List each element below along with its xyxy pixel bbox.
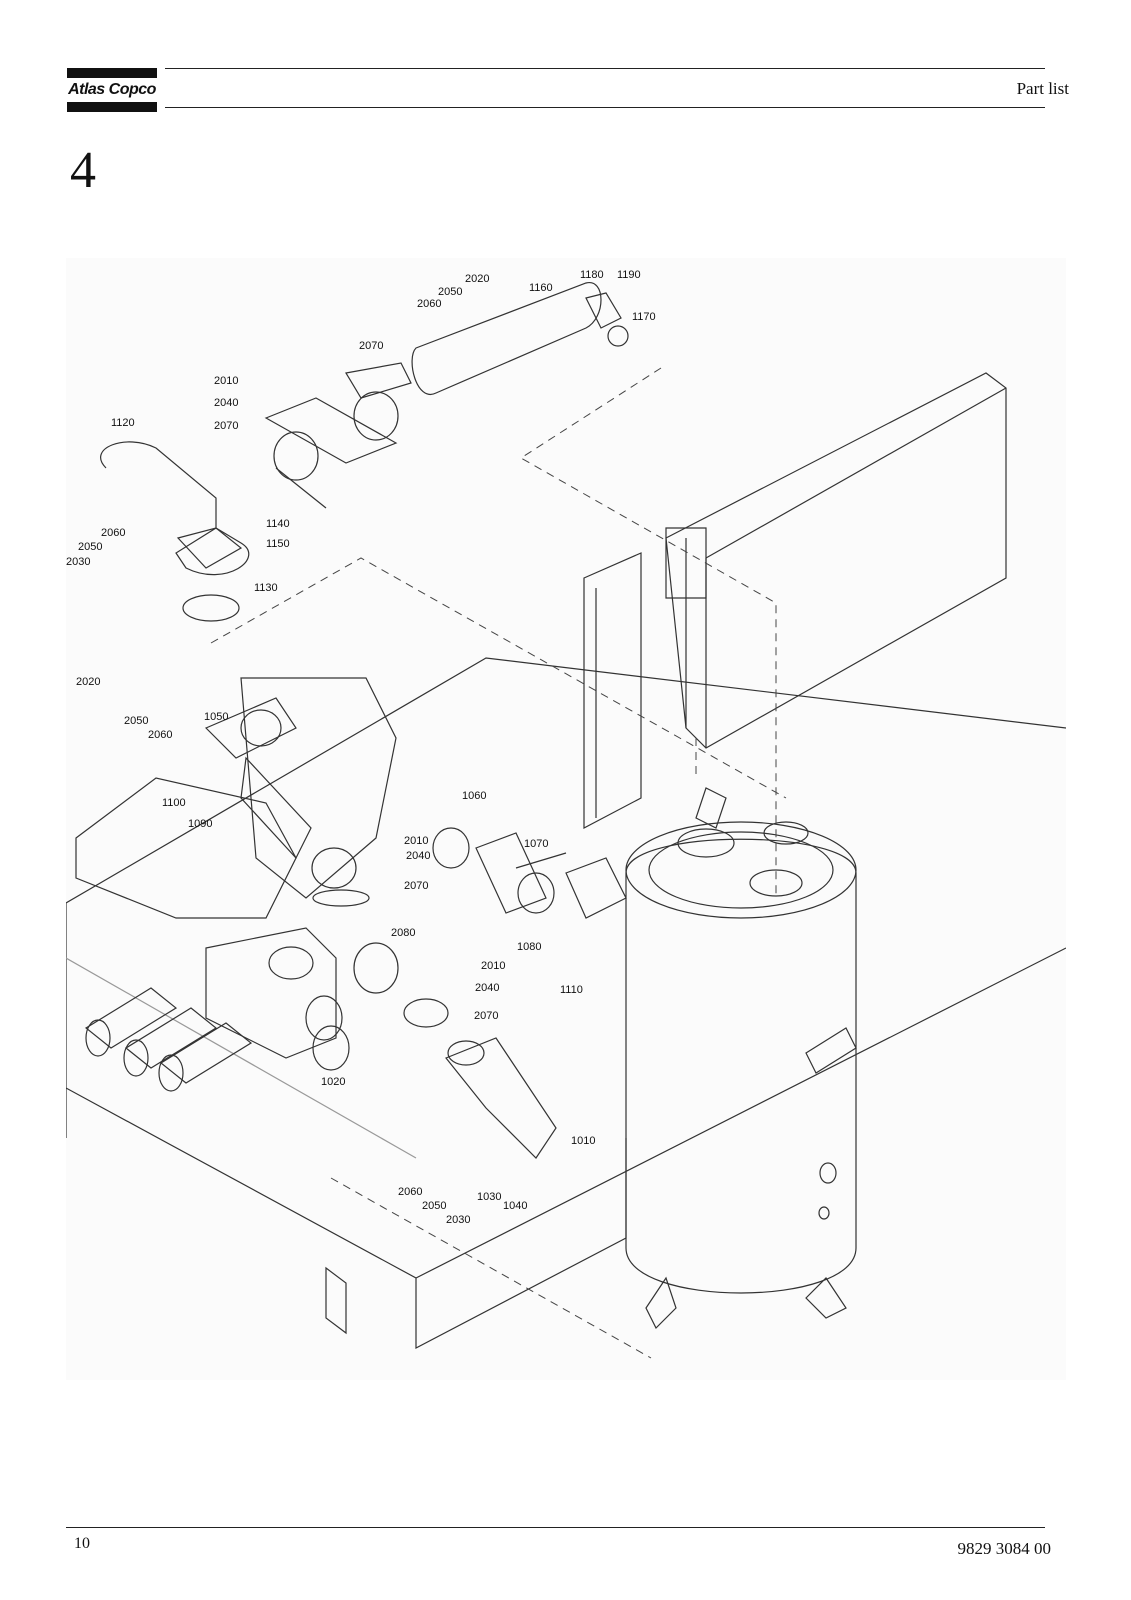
callout-2050-bottom: 2050 xyxy=(422,1200,446,1212)
callout-2060-top: 2060 xyxy=(417,298,441,310)
callout-1020: 1020 xyxy=(321,1076,345,1088)
callout-2030-bottom: 2030 xyxy=(446,1214,470,1226)
callout-1120: 1120 xyxy=(111,417,135,429)
callout-1010: 1010 xyxy=(571,1135,595,1147)
logo-wordmark: Atlas Copco xyxy=(68,81,156,98)
atlas-copco-logo: Atlas Copco xyxy=(67,68,157,112)
logo-bar-bottom xyxy=(67,102,157,112)
callout-1110: 1110 xyxy=(560,984,583,996)
callout-1090: 1090 xyxy=(188,818,212,830)
header-rule-top xyxy=(165,68,1045,69)
header-rule-bottom xyxy=(165,107,1045,108)
callout-2060-bottom: 2060 xyxy=(398,1186,422,1198)
drawing-canvas: 1160 1180 1190 1170 2020 2050 2060 2070 … xyxy=(66,269,1066,1359)
callout-2030-left: 2030 xyxy=(66,556,90,568)
callout-2010-lower: 2010 xyxy=(481,960,505,972)
callout-2050-top: 2050 xyxy=(438,286,462,298)
callout-1080: 1080 xyxy=(517,941,541,953)
callout-2050-compressor: 2050 xyxy=(124,715,148,727)
callout-1130: 1130 xyxy=(254,582,278,594)
section-number: 4 xyxy=(70,142,96,199)
callout-1030: 1030 xyxy=(477,1191,501,1203)
callout-2070-mid: 2070 xyxy=(214,420,238,432)
exploded-parts-drawing: 1160 1180 1190 1170 2020 2050 2060 2070 … xyxy=(66,258,1066,1380)
header-title: Part list xyxy=(1016,79,1069,98)
document-number: 9829 3084 00 xyxy=(957,1539,1052,1558)
callout-2070-bottom: 2070 xyxy=(474,1010,498,1022)
callout-2010-mid: 2010 xyxy=(404,835,428,847)
callout-labels: 1160 1180 1190 1170 2020 2050 2060 2070 … xyxy=(66,269,656,1226)
callout-1050: 1050 xyxy=(204,711,228,723)
callout-2040-top: 2040 xyxy=(214,397,238,409)
callout-2010-top: 2010 xyxy=(214,375,238,387)
callout-2060-compressor: 2060 xyxy=(148,729,172,741)
callout-2040-mid: 2040 xyxy=(406,850,430,862)
callout-1150: 1150 xyxy=(266,538,290,550)
callout-1160: 1160 xyxy=(529,282,553,294)
callout-2020-top: 2020 xyxy=(465,273,489,285)
footer-rule xyxy=(66,1527,1045,1528)
callout-1170: 1170 xyxy=(632,311,656,323)
callout-1100: 1100 xyxy=(162,797,186,809)
callout-1040: 1040 xyxy=(503,1200,527,1212)
callout-1060: 1060 xyxy=(462,790,486,802)
drawing-lines xyxy=(66,282,1066,1349)
callout-1180: 1180 xyxy=(580,269,604,281)
callout-1190: 1190 xyxy=(617,269,641,281)
callout-2020-left: 2020 xyxy=(76,676,100,688)
callout-1070: 1070 xyxy=(524,838,548,850)
callout-1140: 1140 xyxy=(266,518,290,530)
callout-2060-left: 2060 xyxy=(101,527,125,539)
callout-2040-lower: 2040 xyxy=(475,982,499,994)
callout-2050-left: 2050 xyxy=(78,541,102,553)
callout-2080: 2080 xyxy=(391,927,415,939)
assembly-guide-lines xyxy=(210,367,787,1359)
callout-2070-top: 2070 xyxy=(359,340,383,352)
page-number: 10 xyxy=(74,1535,90,1552)
logo-bar-top xyxy=(67,68,157,78)
callout-2070-lower: 2070 xyxy=(404,880,428,892)
